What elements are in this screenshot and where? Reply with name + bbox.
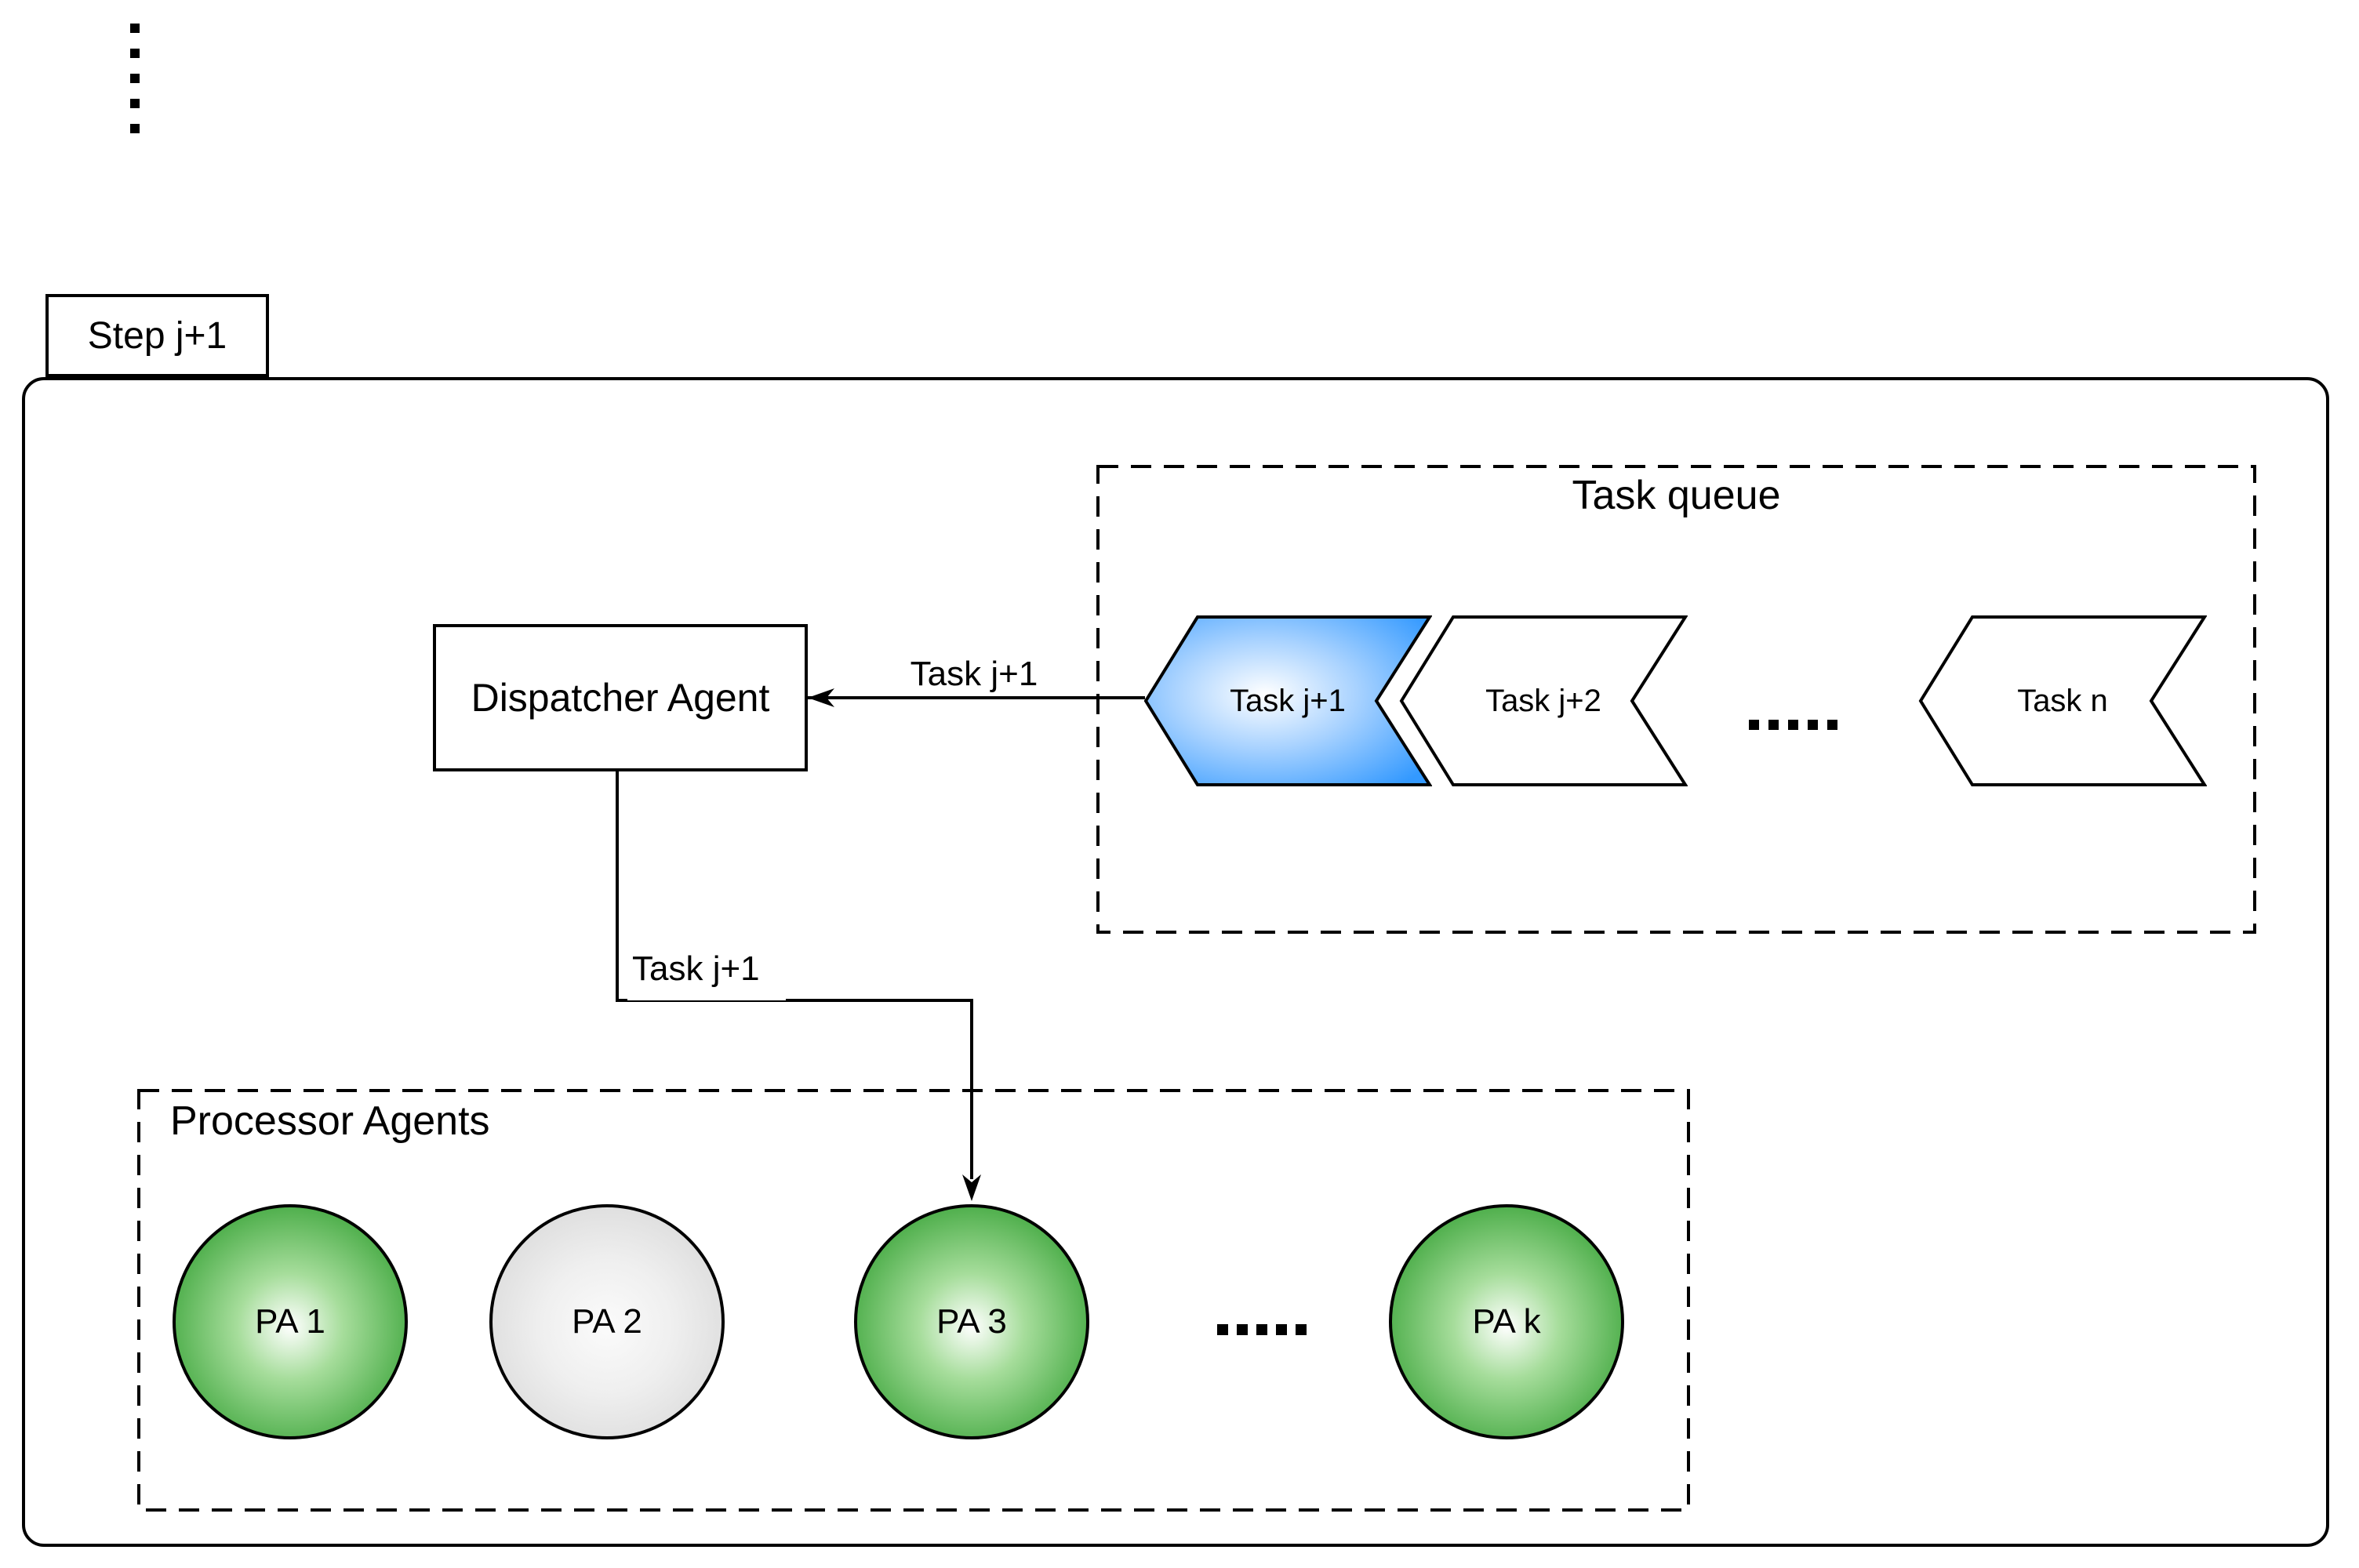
task-queue-ellipsis <box>1749 720 1837 730</box>
processor-agent-node-k: PA k <box>1389 1204 1624 1439</box>
ellipsis-dot <box>130 74 140 83</box>
ellipsis-dot <box>130 99 140 108</box>
ellipsis-dot <box>1788 720 1798 730</box>
continuation-ellipsis-vertical <box>130 24 140 133</box>
step-tab: Step j+1 <box>45 294 269 377</box>
processor-agent-node-1: PA 1 <box>173 1204 408 1439</box>
task-node-current: Task j+1 <box>1143 615 1432 787</box>
edge-label-dispatcher-to-processor: Task j+1 <box>627 949 786 1000</box>
processor-agents-ellipsis <box>1217 1324 1307 1335</box>
processor-agent-node-3: PA 3 <box>854 1204 1089 1439</box>
arrowhead-down-icon <box>962 1174 981 1201</box>
task-node-next: Task j+2 <box>1399 615 1688 787</box>
ellipsis-dot <box>130 24 140 33</box>
edge-dispatcher-horizontal-segment <box>616 999 973 1002</box>
arrowhead-left-icon <box>808 688 834 707</box>
edge-queue-to-dispatcher <box>808 696 1145 699</box>
processor-agent-label: PA 2 <box>572 1302 642 1341</box>
task-node-label: Task j+1 <box>1230 683 1346 718</box>
task-node-label: Task j+2 <box>1485 683 1601 718</box>
ellipsis-dot <box>1256 1324 1267 1335</box>
ellipsis-dot <box>1296 1324 1307 1335</box>
dispatcher-agent-node: Dispatcher Agent <box>433 624 808 771</box>
ellipsis-dot <box>130 124 140 133</box>
ellipsis-dot <box>1827 720 1837 730</box>
processor-agent-label: PA 3 <box>936 1302 1007 1341</box>
edge-dispatcher-to-agent-segment <box>970 999 973 1179</box>
edge-label-queue-to-dispatcher: Task j+1 <box>910 655 1038 693</box>
processor-agent-node-2: PA 2 <box>489 1204 725 1439</box>
processor-agent-label: PA k <box>1472 1302 1541 1341</box>
ellipsis-dot <box>1217 1324 1228 1335</box>
task-node-last: Task n <box>1918 615 2207 787</box>
processor-agents-title: Processor Agents <box>170 1098 490 1144</box>
task-queue-title: Task queue <box>1572 473 1781 518</box>
task-node-label: Task n <box>2017 683 2108 718</box>
ellipsis-dot <box>1276 1324 1287 1335</box>
ellipsis-dot <box>1749 720 1759 730</box>
dispatcher-agent-label: Dispatcher Agent <box>471 676 770 720</box>
processor-agent-label: PA 1 <box>255 1302 325 1341</box>
ellipsis-dot <box>1237 1324 1248 1335</box>
edge-dispatcher-down-segment <box>616 770 619 1000</box>
ellipsis-dot <box>130 49 140 58</box>
step-tab-label: Step j+1 <box>87 314 227 357</box>
ellipsis-dot <box>1808 720 1818 730</box>
ellipsis-dot <box>1768 720 1779 730</box>
